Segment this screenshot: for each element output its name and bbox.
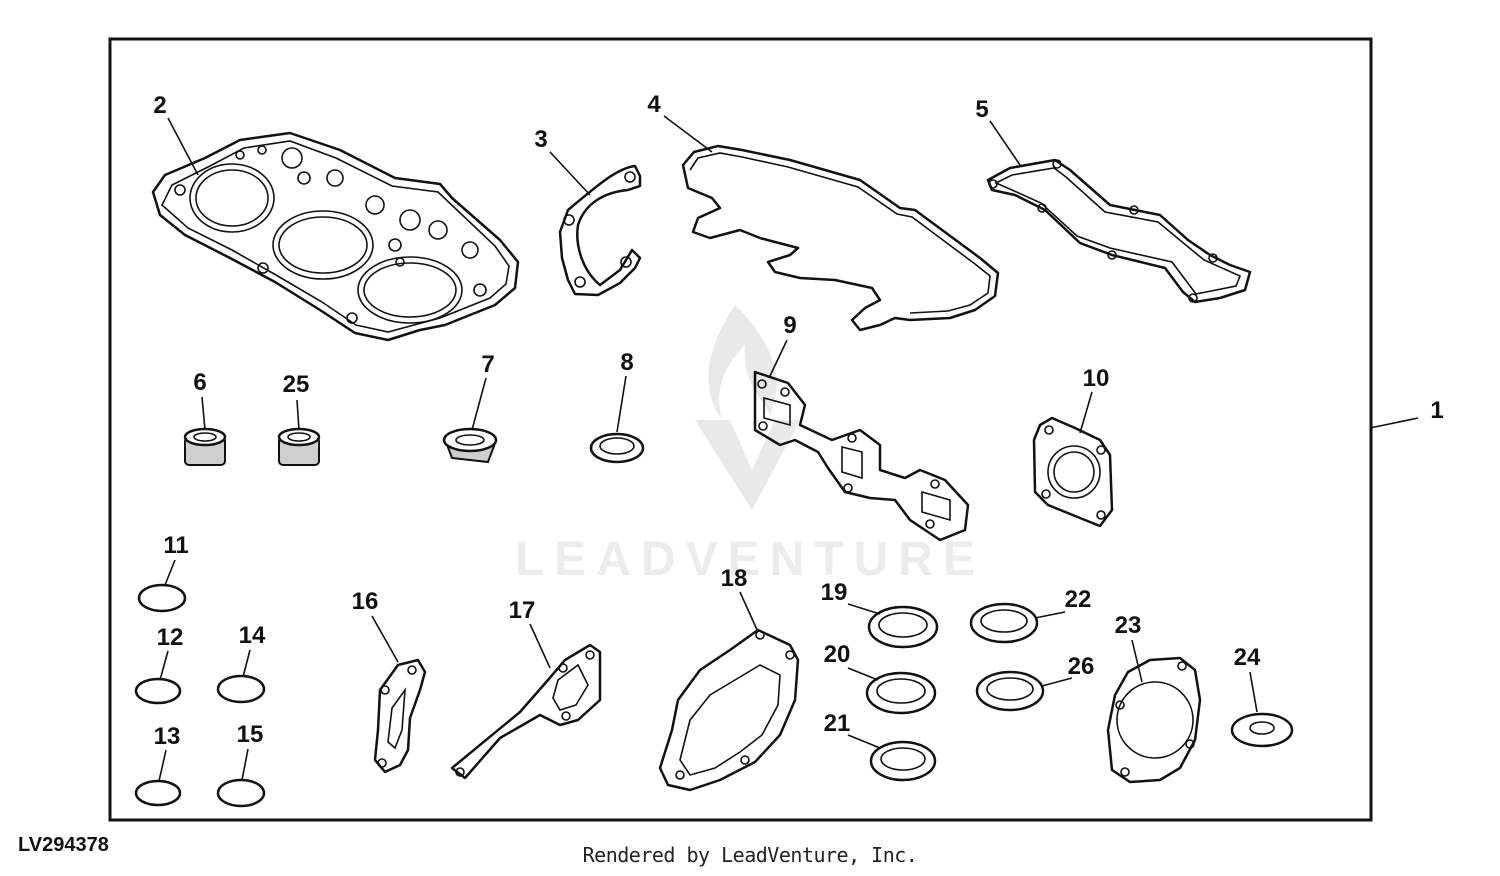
callout-1: 1 [1430, 397, 1443, 424]
callout-14: 14 [239, 622, 266, 649]
callout-10: 10 [1083, 365, 1110, 392]
gasket-part-16[interactable] [373, 658, 427, 774]
callout-labels: 1 2 3 4 5 6 7 8 9 10 11 12 13 14 15 16 1… [153, 91, 1443, 750]
gasket-part-23[interactable] [1106, 656, 1202, 784]
o-ring-part-12[interactable] [134, 677, 182, 705]
valve-seal-part-6[interactable] [183, 427, 227, 466]
callout-17: 17 [509, 597, 536, 624]
manifold-gasket-part-9[interactable] [753, 370, 970, 542]
ring-part-21[interactable] [869, 740, 937, 782]
gasket-part-3[interactable] [558, 164, 642, 297]
washer-part-24[interactable] [1230, 712, 1294, 748]
watermark: LEADVENTURE [515, 305, 985, 586]
gasket-part-5[interactable] [986, 158, 1252, 304]
callout-24: 24 [1234, 644, 1261, 671]
watermark-text: LEADVENTURE [515, 533, 985, 586]
callout-11: 11 [163, 532, 188, 559]
o-ring-part-13[interactable] [134, 779, 182, 807]
ring-part-26[interactable] [975, 670, 1045, 712]
footer-credit: Rendered by LeadVenture, Inc. [582, 843, 918, 867]
callout-2: 2 [153, 92, 166, 119]
valve-cover-gasket-part-4[interactable] [681, 144, 1000, 332]
callout-23: 23 [1115, 612, 1142, 639]
callout-12: 12 [157, 624, 184, 651]
callout-25: 25 [283, 371, 310, 398]
ring-part-8[interactable] [589, 432, 645, 464]
callout-9: 9 [783, 312, 796, 339]
leader-lines [158, 115, 1419, 782]
callout-22: 22 [1065, 586, 1092, 613]
callout-7: 7 [481, 351, 494, 378]
callout-4: 4 [647, 91, 661, 118]
gasket-part-18[interactable] [658, 628, 800, 792]
callout-5: 5 [975, 96, 988, 123]
callout-26: 26 [1068, 653, 1095, 680]
gasket-part-10[interactable] [1032, 416, 1114, 528]
head-gasket-part-2[interactable] [151, 131, 520, 342]
gasket-part-17[interactable] [450, 643, 602, 780]
callout-21: 21 [824, 710, 851, 737]
callout-6: 6 [193, 369, 206, 396]
callout-20: 20 [824, 641, 851, 668]
reference-code: LV294378 [18, 834, 109, 856]
callout-13: 13 [154, 723, 181, 750]
callout-19: 19 [821, 579, 848, 606]
o-ring-part-11[interactable] [137, 583, 187, 613]
o-ring-part-14[interactable] [216, 674, 266, 704]
callout-18: 18 [721, 565, 748, 592]
o-ring-part-15[interactable] [216, 778, 266, 808]
callout-15: 15 [237, 721, 264, 748]
callout-3: 3 [534, 126, 547, 153]
seal-part-7[interactable] [442, 427, 498, 464]
valve-seal-part-25[interactable] [277, 427, 321, 466]
callout-8: 8 [620, 349, 633, 376]
ring-part-19[interactable] [867, 605, 939, 649]
ring-part-20[interactable] [865, 671, 937, 715]
diagram-frame [108, 37, 1373, 822]
ring-part-22[interactable] [969, 602, 1039, 644]
callout-16: 16 [352, 588, 379, 615]
